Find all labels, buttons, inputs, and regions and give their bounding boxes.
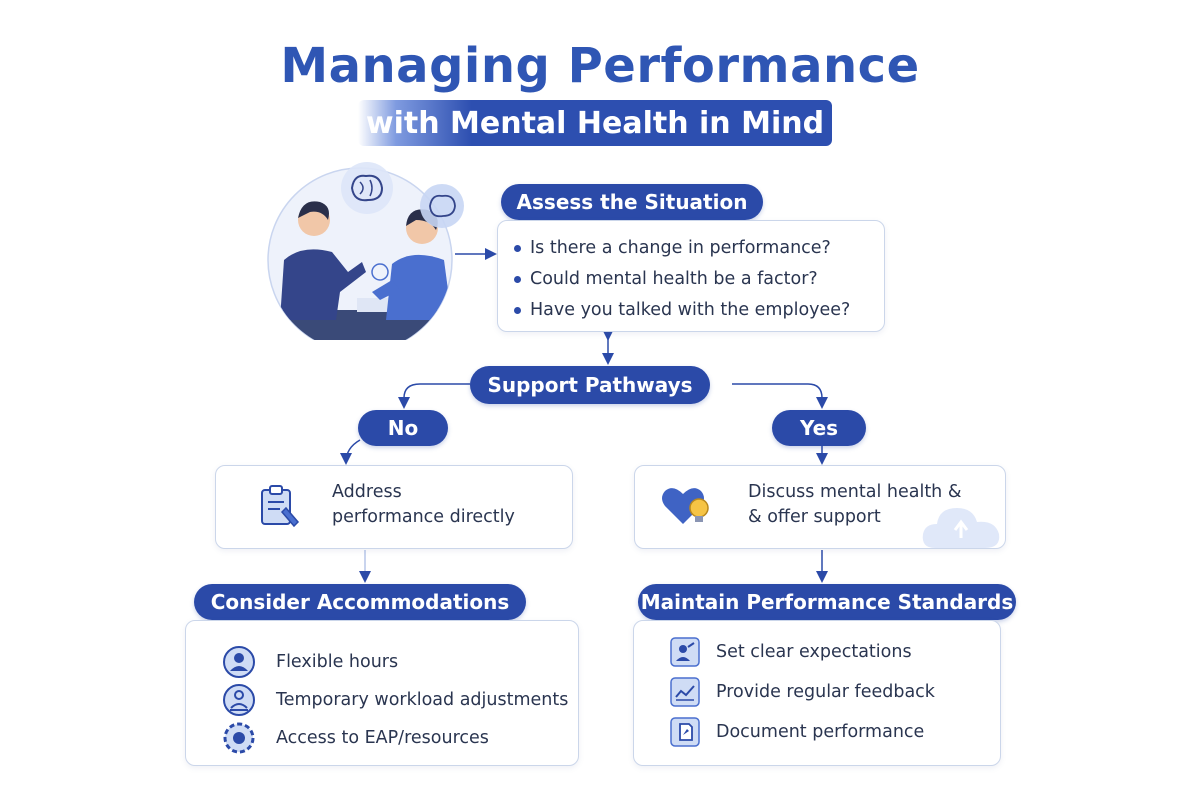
- standards-box: Set clear expectations Provide regular f…: [633, 620, 1001, 766]
- page-title: Managing Performance: [280, 38, 920, 94]
- brain-icon: [341, 162, 393, 214]
- support-pathways-pill: Support Pathways: [470, 366, 710, 404]
- document-icon: [670, 717, 700, 747]
- expectations-icon: [670, 637, 700, 667]
- page-subtitle: with Mental Health in Mind: [358, 100, 832, 146]
- yes-pill: Yes: [772, 410, 866, 446]
- workload-icon: [223, 684, 255, 716]
- list-item: Document performance: [670, 717, 924, 747]
- accommodations-pill: Consider Accommodations: [194, 584, 526, 620]
- address-performance-box: Address performance directly: [215, 465, 573, 549]
- assess-questions: Is there a change in performance? Could …: [498, 221, 884, 326]
- no-pill: No: [358, 410, 448, 446]
- heart-bulb-icon: [659, 480, 715, 532]
- accommodations-box: Flexible hours Temporary workload adjust…: [185, 620, 579, 766]
- person-clock-icon: [223, 646, 255, 678]
- list-item: Access to EAP/resources: [222, 721, 489, 755]
- cloud-icon: [919, 500, 1005, 556]
- list-item: Flexible hours: [222, 645, 398, 679]
- list-item: Temporary workload adjustments: [222, 683, 568, 717]
- clipboard-icon: [258, 484, 302, 530]
- assess-pill: Assess the Situation: [501, 184, 763, 220]
- question-item: Could mental health be a factor?: [514, 264, 884, 295]
- address-text: Address performance directly: [332, 482, 515, 527]
- brain-icon: [420, 184, 464, 228]
- gear-icon: [223, 722, 255, 754]
- feedback-chart-icon: [670, 677, 700, 707]
- question-item: Have you talked with the employee?: [514, 295, 884, 326]
- discuss-support-box: Discuss mental health & & offer support: [634, 465, 1006, 549]
- list-item: Provide regular feedback: [670, 677, 935, 707]
- discuss-text: Discuss mental health & & offer support: [748, 482, 962, 527]
- standards-pill: Maintain Performance Standards: [638, 584, 1016, 620]
- list-item: Set clear expectations: [670, 637, 912, 667]
- question-item: Is there a change in performance?: [514, 233, 884, 264]
- assess-box: Is there a change in performance? Could …: [497, 220, 885, 332]
- conversation-illustration: [262, 160, 498, 340]
